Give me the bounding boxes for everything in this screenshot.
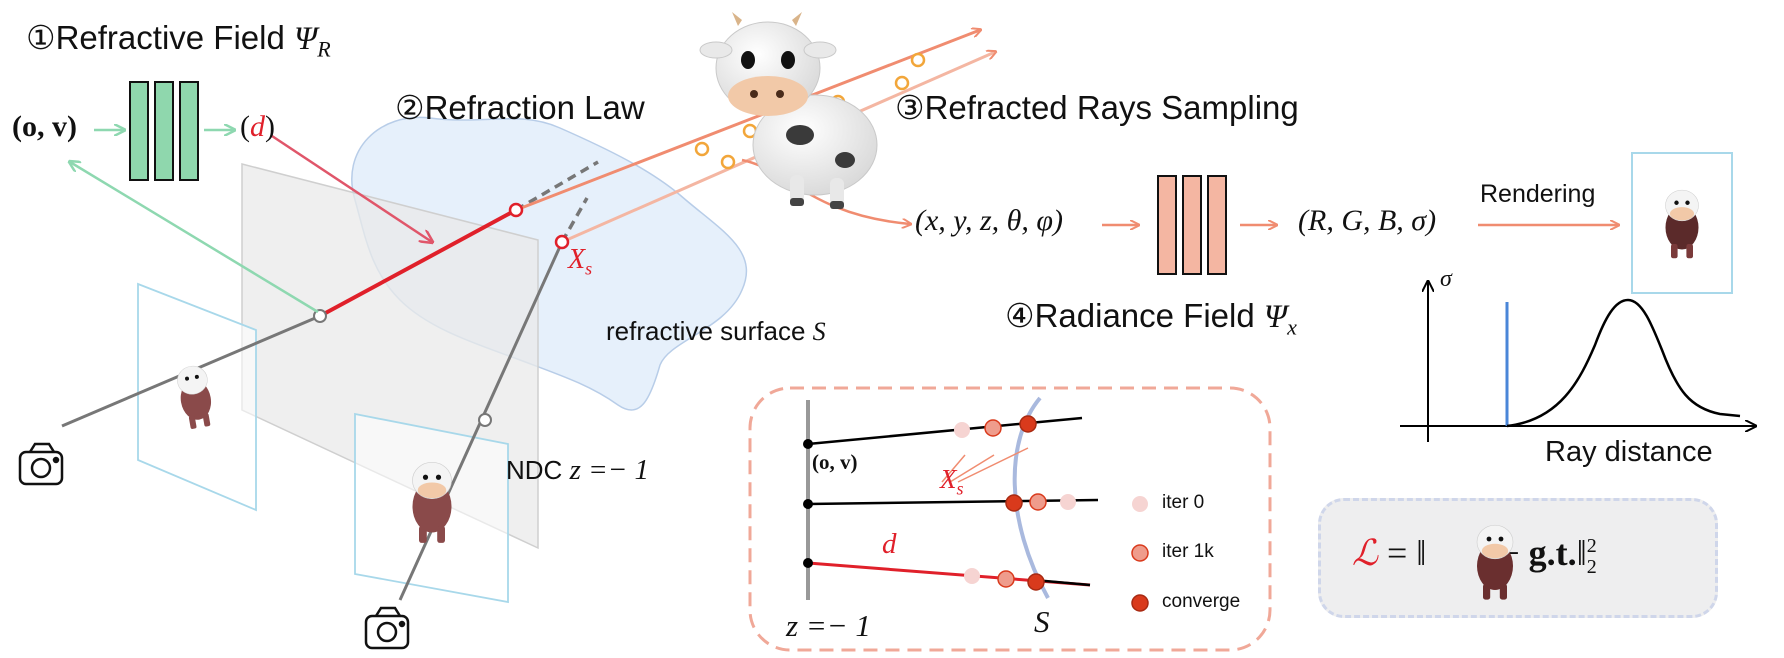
xs-label-x: X <box>568 244 586 275</box>
inset-xs-x: X <box>940 464 957 494</box>
loss-equals: = ‖ <box>1377 533 1427 573</box>
loss-equation: ℒ = ‖ − g.t.‖22 <box>1352 532 1597 579</box>
legend-dot-converge <box>1131 594 1149 612</box>
loss-box <box>1318 498 1718 618</box>
camera-icon <box>364 606 410 650</box>
xs-label: Xs <box>568 244 592 280</box>
surface-label-symbol: S <box>812 317 826 346</box>
step1-subscript: R <box>317 36 331 62</box>
mlp1-input: (o, v) <box>12 110 77 143</box>
cow-thumbnail <box>177 365 212 429</box>
legend-label-iter0: iter 0 <box>1162 492 1205 513</box>
step4-subscript: x <box>1287 314 1297 340</box>
inset-xs-sub: s <box>956 478 964 499</box>
density-graph <box>1400 282 1755 442</box>
rendering-label: Rendering <box>1480 180 1596 208</box>
inset-box <box>748 386 1272 652</box>
step1-title: ①Refractive Field ΨR <box>26 18 331 63</box>
graph-ylabel: σ <box>1440 266 1452 292</box>
legend-label-iter1k: iter 1k <box>1162 541 1214 562</box>
legend-dot-iter0 <box>1132 496 1148 512</box>
step1-label: ①Refractive Field <box>26 19 294 56</box>
surface-label-text: refractive surface <box>606 316 813 346</box>
xs-label-sub: s <box>585 258 593 279</box>
mlp1-output-var: d <box>250 110 265 143</box>
camera-icon <box>18 442 64 486</box>
mlp1-output-close: ) <box>265 110 275 143</box>
loss-minus: − <box>1490 533 1529 573</box>
step4-symbol: Ψ <box>1263 299 1288 335</box>
ndc-label-text: NDC <box>506 455 570 485</box>
loss-sup: 2 <box>1586 535 1597 557</box>
mlp2-output: (R, G, B, σ) <box>1298 204 1437 237</box>
step4-title: ④Radiance Field Ψx <box>1005 296 1297 341</box>
ndc-label-math: z =− 1 <box>569 454 649 486</box>
step3-title: ③Refracted Rays Sampling <box>895 89 1299 126</box>
surface-label: refractive surface S <box>606 316 826 347</box>
loss-gt: g.t. <box>1528 533 1577 573</box>
inset-d-label: d <box>882 528 897 560</box>
mlp-radiance-field <box>1157 175 1227 275</box>
graph-xlabel: Ray distance <box>1545 436 1713 468</box>
ndc-label: NDC z =− 1 <box>506 454 649 487</box>
loss-symbol: ℒ <box>1352 533 1378 573</box>
mlp1-output: (d) <box>240 110 275 144</box>
legend-label-converge: converge <box>1162 591 1241 612</box>
inset-z-label: z =− 1 <box>786 608 871 643</box>
legend-dot-iter1k <box>1131 544 1149 562</box>
inset-s-label: S <box>1034 604 1050 639</box>
mlp-refractive-field <box>129 81 199 181</box>
inset-diagram <box>803 396 1099 600</box>
step2-title: ②Refraction Law <box>395 89 645 126</box>
cow-thumbnail <box>1665 189 1699 259</box>
inset-ov-label: (o, v) <box>812 450 858 474</box>
mlp1-output-open: ( <box>240 110 250 143</box>
step1-symbol: Ψ <box>294 21 318 57</box>
step4-label: ④Radiance Field <box>1005 297 1264 334</box>
cow-thumbnail <box>412 461 452 543</box>
mlp2-input: (x, y, z, θ, φ) <box>915 204 1063 237</box>
loss-sub: 2 <box>1586 556 1597 579</box>
cow-3d-figure <box>699 12 878 209</box>
loss-norm: ‖ <box>1576 533 1587 573</box>
inset-xs-label: Xs <box>940 464 964 499</box>
